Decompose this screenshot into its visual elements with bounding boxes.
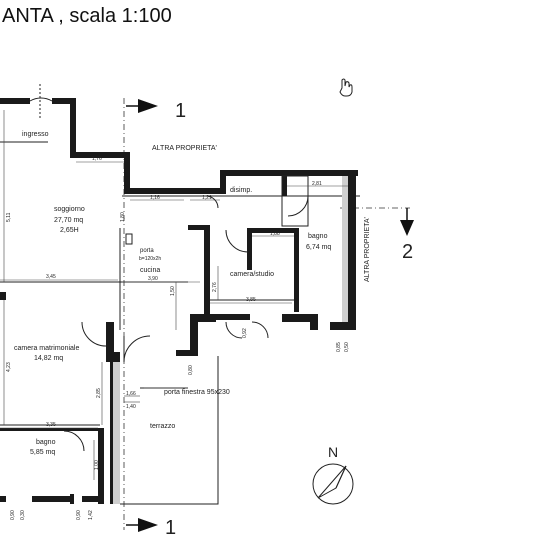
dim-label: 3,35 <box>46 422 56 428</box>
label-porta: porta <box>140 248 154 254</box>
dim-label: 1,76 <box>92 156 102 162</box>
dim-label: 1,50 <box>170 286 176 296</box>
section-label-top: 1 <box>175 100 186 122</box>
room-camera-matrimoniale: camera matrimoniale <box>14 345 79 352</box>
compass-circle <box>312 463 354 505</box>
label-altra-proprieta-right: ALTRA PROPRIETA' <box>364 217 371 282</box>
walls <box>0 98 358 504</box>
room-camera-matrimoniale-area: 14,82 mq <box>34 355 63 362</box>
dim-label: 3,85 <box>246 297 256 303</box>
room-ingresso: ingresso <box>22 131 49 138</box>
section-label-right: 2 <box>402 241 413 263</box>
room-cucina: cucina <box>140 267 160 274</box>
room-soggiorno-area: 27,70 mq <box>54 217 83 224</box>
hand-cursor-icon <box>339 78 353 97</box>
dimension-labels: 1,76 1,16 1,21 2,81 1,88 3,45 3,90 3,85 … <box>6 156 350 520</box>
dim-label: 0,30 <box>20 510 26 520</box>
section-label-bottom: 1 <box>165 517 176 539</box>
dim-label: 1,00 <box>94 460 100 470</box>
door-swings <box>29 84 309 452</box>
room-soggiorno: soggiorno <box>54 206 85 213</box>
room-bagno-right-area: 6,74 mq <box>306 244 331 251</box>
room-camera-studio: camera/studio <box>230 271 274 278</box>
dim-label: 1,42 <box>88 510 94 520</box>
dim-label: 1,16 <box>150 195 160 201</box>
north-compass: N <box>312 444 354 505</box>
section-marker-bottom: 1 <box>126 517 176 539</box>
dim-label: 0,85 <box>336 342 342 352</box>
room-bagno-right: bagno <box>308 233 328 240</box>
dim-label: 1,88 <box>270 231 280 237</box>
label-altra-proprieta-top: ALTRA PROPRIETA' <box>152 145 217 152</box>
dim-label: 2,76 <box>212 282 218 292</box>
room-terrazzo: terrazzo <box>150 423 175 430</box>
dim-label: 0,92 <box>242 328 248 338</box>
dimension-lines <box>0 110 348 480</box>
dim-label: 0,80 <box>188 365 194 375</box>
section-marker-right: 2 <box>400 208 414 263</box>
dim-label: 3,45 <box>46 274 56 280</box>
section-marker-top: 1 <box>126 99 186 122</box>
room-soggiorno-height: 2,65H <box>60 227 79 234</box>
label-porta-size: b=120x2h <box>139 256 161 262</box>
dim-label: 2,81 <box>312 181 322 187</box>
north-label: N <box>328 444 338 460</box>
dim-label: 0,90 <box>10 510 16 520</box>
plan-title: ANTA , scala 1:100 <box>2 5 172 27</box>
dim-label: 1,80 <box>120 212 126 222</box>
label-porta-finestra: porta finestra 95x230 <box>164 389 230 396</box>
compass-arrow-icon <box>317 465 347 499</box>
dim-label: 0,90 <box>76 510 82 520</box>
room-disimp: disimp. <box>230 187 252 194</box>
room-bagno-left: bagno <box>36 439 56 446</box>
dim-label: 1,40 <box>126 404 136 410</box>
dim-label: 0,50 <box>344 342 350 352</box>
dim-label: 2,85 <box>96 388 102 398</box>
dim-label: 1,66 <box>126 391 136 397</box>
dim-label: 3,90 <box>148 276 158 282</box>
dim-label: 5,11 <box>6 212 12 222</box>
dim-label: 4,23 <box>6 362 12 372</box>
dim-label: 1,21 <box>202 195 212 201</box>
room-bagno-left-area: 5,85 mq <box>30 449 55 456</box>
